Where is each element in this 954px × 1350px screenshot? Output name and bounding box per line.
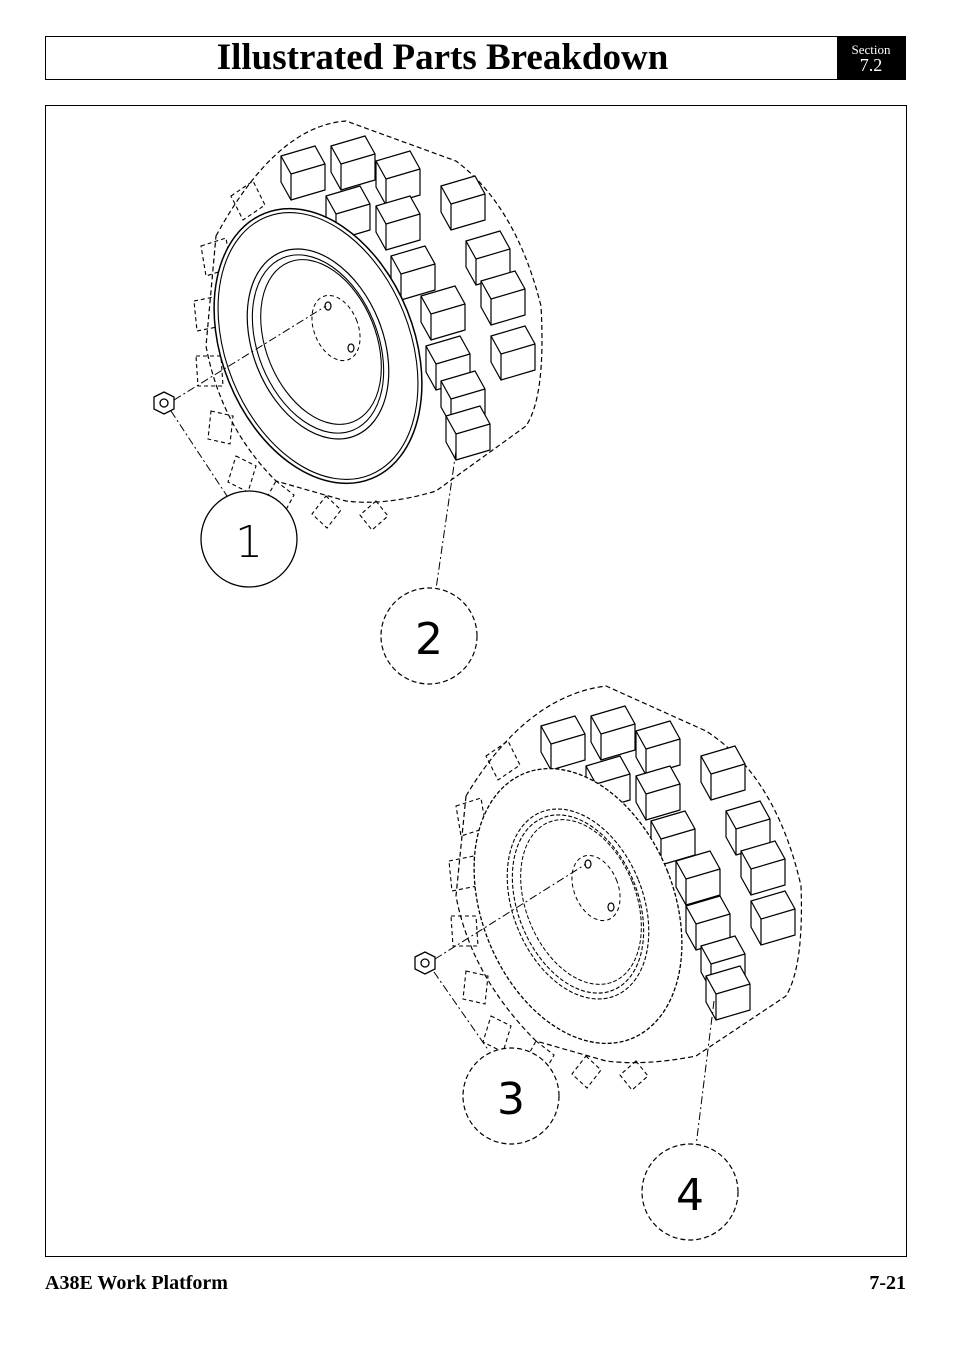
- callout-label: 1: [235, 517, 263, 568]
- section-number: 7.2: [859, 55, 883, 75]
- leader-line: [434, 863, 587, 960]
- callout-2: [380, 587, 478, 685]
- footer-page-number: 7-21: [869, 1272, 906, 1294]
- wheel-assembly-drawing: 1 2: [153, 120, 802, 1241]
- lug-nut-icon: [414, 951, 436, 975]
- leader-line: [435, 450, 457, 590]
- lower-tire: [448, 685, 802, 1091]
- page-title: Illustrated Parts Breakdown: [216, 37, 669, 78]
- leader-line: [433, 971, 490, 1052]
- section-badge: Section 7.2: [837, 37, 905, 79]
- callout-label: 4: [676, 1170, 704, 1221]
- leader-line: [695, 1000, 715, 1147]
- callout-label: 2: [415, 614, 443, 665]
- leader-line: [173, 305, 327, 401]
- section-label: Section: [851, 42, 891, 57]
- leader-line: [170, 410, 230, 500]
- callout-label: 3: [497, 1074, 525, 1125]
- callout-4: [641, 1143, 739, 1241]
- footer-product: A38E Work Platform: [45, 1272, 228, 1294]
- parts-figure: 1 2: [45, 105, 907, 1257]
- lug-nut-icon: [153, 391, 175, 415]
- page-header: Illustrated Parts Breakdown Section 7.2: [45, 36, 906, 80]
- callout-3: [462, 1047, 560, 1145]
- upper-tire: [193, 120, 543, 531]
- callout-1: [200, 490, 298, 588]
